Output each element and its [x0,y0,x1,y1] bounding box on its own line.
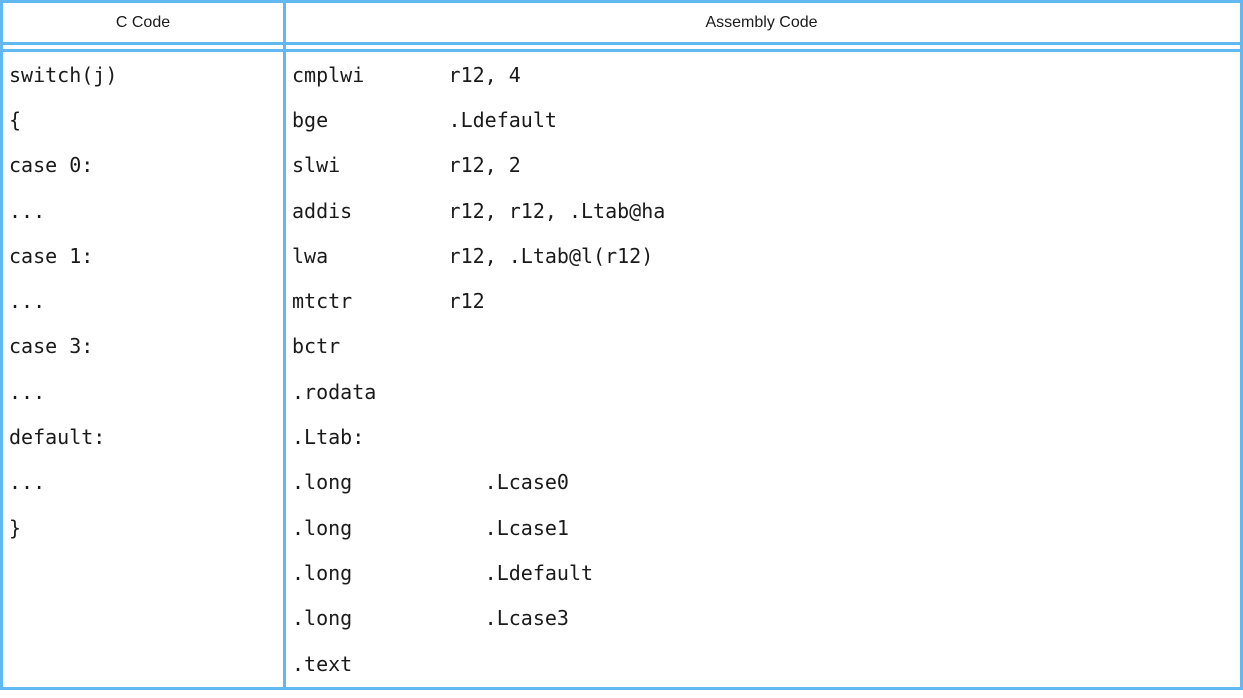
assembly-code-line: .Ltab: [292,425,365,450]
assembly-code-line: .long .Lcase3 [292,606,569,631]
assembly-code-line: bge .Ldefault [292,107,557,132]
assembly-code-line: .long .Lcase0 [292,470,569,495]
assembly-code-line: cmplwi r12, 4 [292,62,521,87]
assembly-code-line: .long .Ldefault [292,560,594,585]
column-divider [283,3,286,687]
c-code-line: case 0: [9,153,94,178]
assembly-code-line: .long .Lcase1 [292,515,569,540]
c-code-line: ... [9,470,46,495]
header-c-code: C Code [115,13,171,31]
table-body: switch(j) { case 0:... case 1:... case 3:...… [3,49,1240,686]
c-code-cell: switch(j) { case 0:... case 1:... case 3:...… [3,52,283,550]
c-code-line: ... [9,198,46,223]
c-code-line: switch(j) [9,62,118,87]
assembly-code-line: mtctr r12 [292,289,485,314]
c-code-line: ... [9,289,46,314]
assembly-code-line: .rodata [292,379,377,404]
assembly-code-cell: cmplwi r12, 4 bge .Ldefault slwi r12, 2 add… [283,52,1240,686]
c-code-line: } [9,515,22,540]
c-code-line: case 1: [9,243,94,268]
assembly-code-line: slwi r12, 2 [292,153,521,178]
assembly-code-line: addis r12, r12, .Ltab@ha [292,198,666,223]
c-code-line: default: [9,425,106,450]
c-code-line: { [9,107,22,132]
assembly-code-line: .text [292,651,353,676]
header-row: C Code Assembly Code [3,3,1240,45]
header-assembly-code: Assembly Code [705,13,818,31]
assembly-code-line: lwa r12, .Ltab@l(r12) [292,243,654,268]
assembly-code-line: bctr [292,334,341,359]
c-code-line: case 3: [9,334,94,359]
c-code-line: ... [9,379,46,404]
